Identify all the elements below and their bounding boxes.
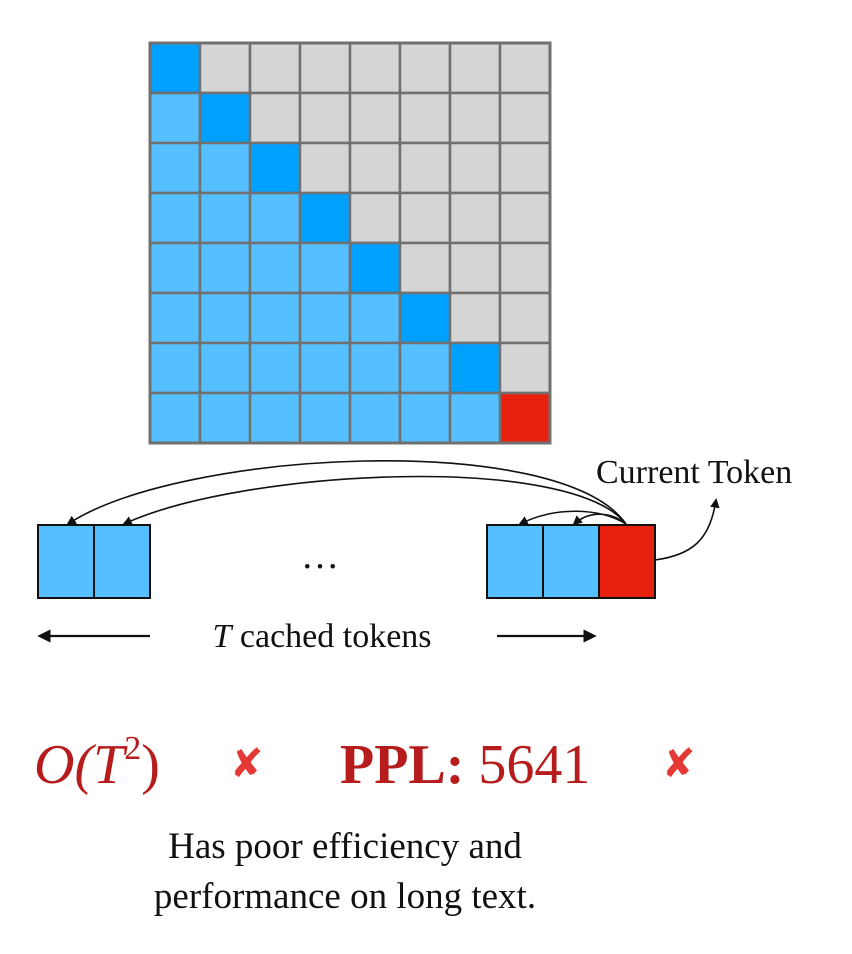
matrix-cell-r3-c7 [448, 141, 502, 195]
matrix-cell-r4-c4 [298, 191, 352, 245]
matrix-cell-r2-c1 [148, 91, 202, 145]
cached-tokens-text: cached tokens [231, 618, 431, 655]
matrix-cell-r6-c6 [398, 291, 452, 345]
matrix-cell-r7-c6 [398, 341, 452, 395]
caption: Has poor efficiency and performance on l… [0, 822, 690, 922]
caption-line-2: performance on long text. [153, 876, 537, 917]
matrix-cell-r7-c1 [148, 341, 202, 395]
matrix-cell-r3-c5 [348, 141, 402, 195]
matrix-cell-r6-c8 [498, 291, 552, 345]
cached-token-7 [486, 524, 544, 599]
complexity-label: O(T2) [34, 730, 160, 796]
attention-matrix [148, 41, 552, 445]
matrix-cell-r3-c3 [248, 141, 302, 195]
matrix-cell-r5-c2 [198, 241, 252, 295]
matrix-cell-r6-c7 [448, 291, 502, 345]
ppl-label: PPL: 5641 [340, 734, 590, 796]
matrix-cell-r1-c1 [148, 41, 202, 95]
complexity-cross-icon: ✘ [230, 741, 264, 787]
matrix-cell-r3-c2 [198, 141, 252, 195]
cached-token-2 [93, 524, 151, 599]
cached-token-8 [542, 524, 600, 599]
matrix-cell-r1-c5 [348, 41, 402, 95]
matrix-cell-r6-c3 [248, 291, 302, 345]
matrix-cell-r6-c1 [148, 291, 202, 345]
matrix-cell-r3-c8 [498, 141, 552, 195]
matrix-cell-r8-c4 [298, 391, 352, 445]
ellipsis: … [301, 535, 339, 577]
matrix-cell-r5-c7 [448, 241, 502, 295]
matrix-cell-r8-c7 [448, 391, 502, 445]
matrix-cell-r6-c4 [298, 291, 352, 345]
matrix-cell-r1-c8 [498, 41, 552, 95]
current-token-label: Current Token [596, 454, 792, 491]
matrix-cell-r4-c2 [198, 191, 252, 245]
matrix-cell-r6-c5 [348, 291, 402, 345]
matrix-cell-r2-c5 [348, 91, 402, 145]
matrix-cell-r1-c2 [198, 41, 252, 95]
complexity-base: O(T [34, 734, 128, 796]
matrix-cell-r1-c7 [448, 41, 502, 95]
complexity-close: ) [141, 734, 160, 796]
caption-line-1: Has poor efficiency and [168, 826, 522, 867]
arc-to-token-8 [572, 513, 627, 526]
matrix-cell-r2-c7 [448, 91, 502, 145]
matrix-cell-r5-c4 [298, 241, 352, 295]
metrics-row: O(T2) ✘ PPL: 5641 ✘ [34, 730, 696, 796]
arc-current-token-pointer [654, 498, 720, 561]
matrix-cell-r2-c6 [398, 91, 452, 145]
matrix-cell-r4-c3 [248, 191, 302, 245]
cached-tokens-var: T [212, 618, 233, 655]
ppl-cross-icon: ✘ [662, 741, 696, 787]
matrix-cell-r4-c1 [148, 191, 202, 245]
matrix-cell-r8-c1 [148, 391, 202, 445]
matrix-cell-r8-c8 [498, 391, 552, 445]
matrix-cell-r7-c3 [248, 341, 302, 395]
matrix-cell-r6-c2 [198, 291, 252, 345]
matrix-cell-r7-c5 [348, 341, 402, 395]
matrix-cell-r1-c6 [398, 41, 452, 95]
matrix-cell-r5-c8 [498, 241, 552, 295]
matrix-cell-r2-c8 [498, 91, 552, 145]
cached-tokens-label: T cached tokens [212, 618, 431, 655]
matrix-cell-r2-c2 [198, 91, 252, 145]
token-row [37, 524, 656, 599]
arc-to-token-2 [122, 475, 627, 526]
matrix-cell-r5-c6 [398, 241, 452, 295]
matrix-cell-r7-c2 [198, 341, 252, 395]
matrix-cell-r4-c7 [448, 191, 502, 245]
matrix-cell-r8-c6 [398, 391, 452, 445]
ppl-value: 5641 [464, 734, 590, 796]
matrix-cell-r8-c3 [248, 391, 302, 445]
matrix-cell-r4-c5 [348, 191, 402, 245]
arc-to-token-7 [518, 510, 627, 525]
matrix-cell-r7-c4 [298, 341, 352, 395]
matrix-cell-r1-c4 [298, 41, 352, 95]
current-token-cell [598, 524, 656, 599]
matrix-cell-r3-c6 [398, 141, 452, 195]
matrix-cell-r3-c1 [148, 141, 202, 195]
attention-arcs [66, 459, 720, 561]
ppl-key: PPL: [340, 734, 464, 796]
matrix-cell-r4-c6 [398, 191, 452, 245]
matrix-cell-r5-c3 [248, 241, 302, 295]
matrix-cell-r4-c8 [498, 191, 552, 245]
matrix-cell-r3-c4 [298, 141, 352, 195]
matrix-cell-r7-c7 [448, 341, 502, 395]
matrix-cell-r2-c4 [298, 91, 352, 145]
complexity-exponent: 2 [124, 730, 141, 767]
arc-to-token-1 [66, 459, 627, 526]
matrix-cell-r8-c5 [348, 391, 402, 445]
cached-token-1 [37, 524, 95, 599]
matrix-cell-r5-c5 [348, 241, 402, 295]
matrix-border [148, 41, 552, 445]
matrix-cell-r8-c2 [198, 391, 252, 445]
matrix-cell-r5-c1 [148, 241, 202, 295]
matrix-cell-r7-c8 [498, 341, 552, 395]
matrix-cell-r2-c3 [248, 91, 302, 145]
matrix-cell-r1-c3 [248, 41, 302, 95]
